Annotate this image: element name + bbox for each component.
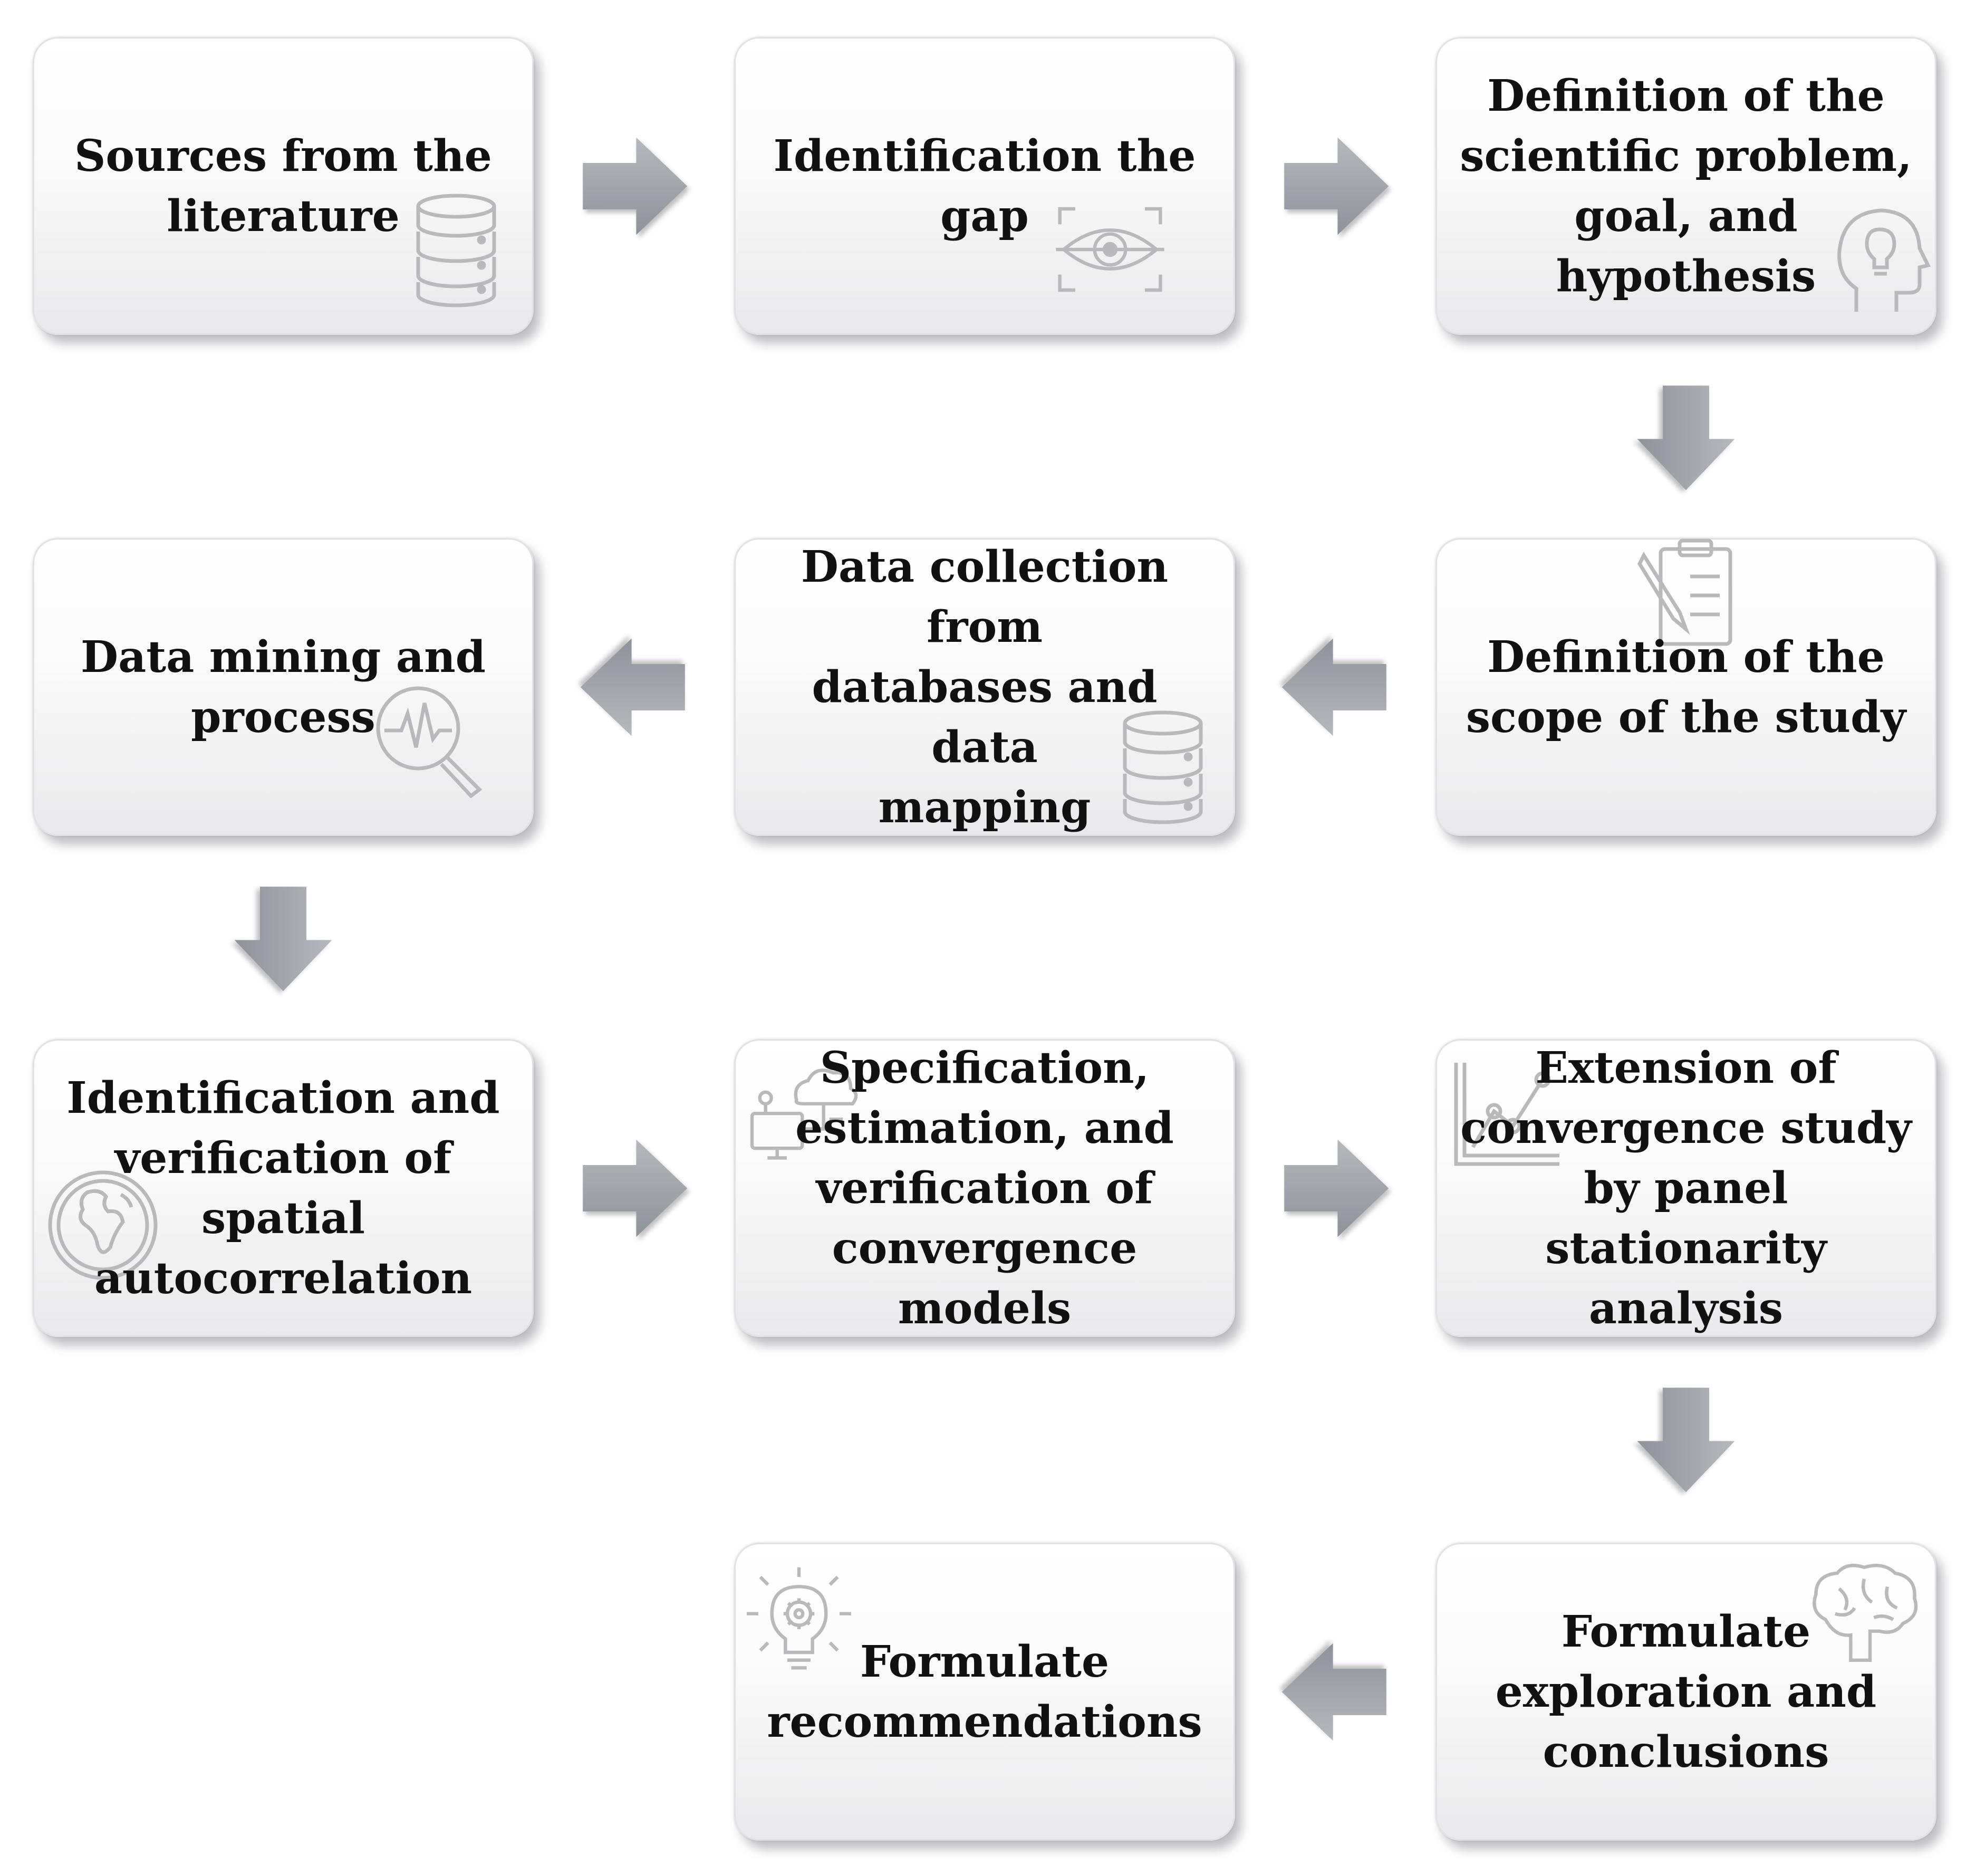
step-label-line: autocorrelation	[94, 1253, 473, 1304]
step-box-10: Formulate exploration and conclusions	[1435, 1543, 1936, 1841]
step-label-line: Identification the	[773, 130, 1196, 181]
arrow-right-s7-to-s8	[576, 1130, 692, 1246]
step-label-line: Data mining and	[80, 631, 486, 682]
arrow-left-s10-to-s11	[1277, 1634, 1393, 1750]
step-label: Sources from the literature	[34, 39, 532, 333]
lightbulb-gear-icon	[741, 1565, 857, 1681]
step-label-line: literature	[167, 190, 400, 242]
arrow-right-s8-to-s9	[1277, 1130, 1393, 1246]
step-label-line: Identification and	[66, 1072, 500, 1123]
step-label-line: mapping	[878, 782, 1091, 833]
step-label: Formulate recommendations	[736, 1544, 1233, 1839]
step-label-line: convergence study	[1460, 1102, 1912, 1153]
step-box-3: Definition of the scientific problem, goal…	[1435, 37, 1936, 335]
arrow-right-s1-to-s2	[576, 128, 692, 244]
step-box-11: Formulate recommendations	[734, 1543, 1235, 1841]
clipboard-icon	[1632, 534, 1748, 650]
arrow-down-s6-to-s7	[225, 880, 341, 996]
database-icon	[398, 191, 514, 307]
line-chart-icon	[1448, 1056, 1564, 1172]
arrow-left-s4-to-s5	[1277, 629, 1393, 745]
step-box-9: Extension of convergence study by panel sta…	[1435, 1039, 1936, 1337]
arrow-down-s9-to-s10	[1628, 1381, 1744, 1497]
step-label-line: verification of	[114, 1132, 452, 1184]
step-label-line: exploration and	[1495, 1666, 1877, 1717]
step-label-line: Specification,	[820, 1042, 1150, 1093]
step-label: Specification, estimation, and verificatio…	[736, 1041, 1233, 1335]
step-label-line: Data collection from	[801, 541, 1169, 652]
step-label-line: conclusions	[1543, 1726, 1829, 1777]
step-label-line: Formulate	[860, 1636, 1110, 1687]
step-label-line: by panel	[1584, 1162, 1788, 1214]
step-label-line: gap	[940, 190, 1029, 242]
step-label-line: scientific problem,	[1460, 130, 1912, 181]
step-label-line: verification of	[816, 1162, 1153, 1214]
arrow-down-s3-to-s4	[1628, 379, 1744, 495]
step-box-4: Definition of the scope of the study	[1435, 538, 1936, 836]
step-label-line: databases and data	[812, 661, 1158, 773]
step-label: Identification the gap	[736, 39, 1233, 333]
step-label-line: Extension of	[1535, 1042, 1837, 1093]
step-label-line: Definition of the	[1487, 70, 1885, 121]
database-icon	[1105, 708, 1221, 824]
magnifier-pulse-icon	[372, 682, 488, 798]
brain-icon	[1806, 1555, 1922, 1671]
step-box-7: Identification and verification of spatial…	[33, 1039, 534, 1337]
step-label-line: process	[191, 691, 375, 743]
step-label-line: convergence models	[832, 1223, 1138, 1334]
step-label-line: Definition of the	[1487, 631, 1885, 682]
step-label: Formulate exploration and conclusions	[1437, 1544, 1935, 1839]
step-label: Extension of convergence study by panel sta…	[1437, 1041, 1935, 1335]
arrow-left-s5-to-s6	[576, 629, 692, 745]
step-box-6: Data mining and process	[33, 538, 534, 836]
step-label: Definition of the scientific problem, goal…	[1437, 39, 1935, 333]
step-box-1: Sources from the literature	[33, 37, 534, 335]
step-label: Definition of the scope of the study	[1437, 540, 1935, 834]
step-label-line: goal, and	[1574, 190, 1798, 242]
cloud-computer-icon	[746, 1056, 862, 1172]
step-label-line: stationarity analysis	[1545, 1223, 1827, 1334]
step-label-line: recommendations	[767, 1696, 1202, 1747]
step-label: Data mining and process	[34, 540, 532, 834]
step-box-8: Specification, estimation, and verificatio…	[734, 1039, 1235, 1337]
head-lightbulb-icon	[1819, 202, 1935, 318]
eye-scan-icon	[1052, 191, 1168, 307]
globe-icon	[45, 1167, 161, 1283]
step-label-line: Sources from the	[74, 130, 492, 181]
step-label-line: scope of the study	[1466, 691, 1906, 743]
step-label-line: Formulate	[1561, 1606, 1811, 1657]
step-box-2: Identification the gap	[734, 37, 1235, 335]
arrow-right-s2-to-s3	[1277, 128, 1393, 244]
step-label-line: spatial	[201, 1192, 365, 1244]
step-label-line: hypothesis	[1556, 251, 1816, 302]
step-label-line: estimation, and	[795, 1102, 1174, 1153]
step-label: Identification and verification of spatial…	[34, 1041, 532, 1335]
